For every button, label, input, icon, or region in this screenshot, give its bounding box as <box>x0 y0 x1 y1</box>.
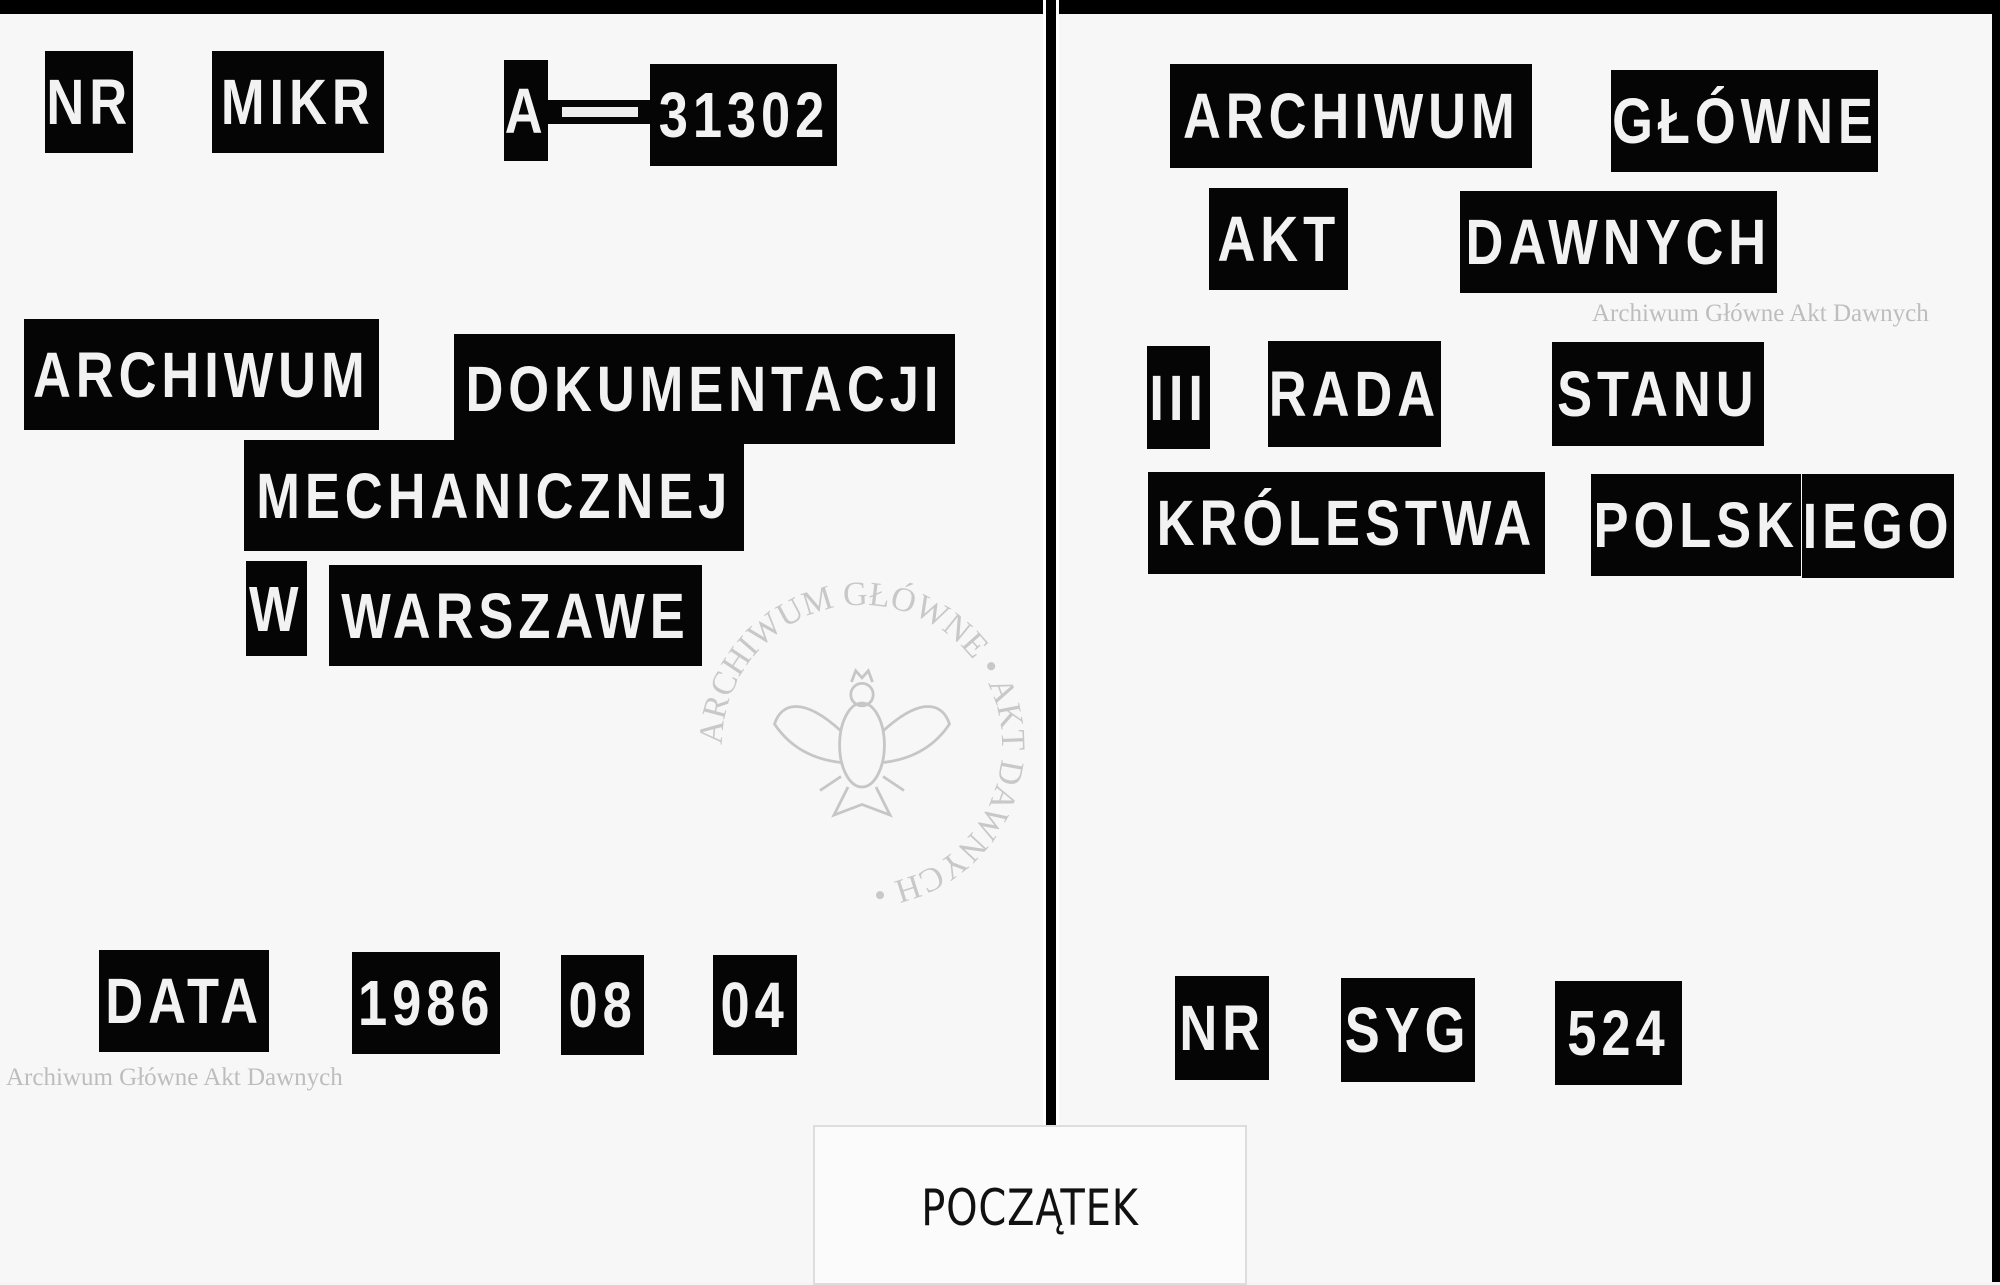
start-slip-label: POCZĄTEK <box>921 1179 1139 1237</box>
fond-krolestwa: KRÓLESTWA <box>1148 472 1545 574</box>
start-slip: POCZĄTEK <box>813 1125 1247 1285</box>
archive-dawnych: DAWNYCH <box>1460 191 1777 293</box>
archive-seal-watermark: ARCHIWUM GŁÓWNE • AKT DAWNYCH • <box>693 576 1032 914</box>
fond-stanu: STANU <box>1552 342 1764 446</box>
date-year: 1986 <box>352 952 500 1054</box>
archive-archiwum: ARCHIWUM <box>1170 64 1532 168</box>
date-day: 04 <box>713 955 797 1055</box>
institution-warszawe: WARSZAWE <box>329 565 702 666</box>
watermark-text-right: Archiwum Główne Akt Dawnych <box>1592 300 1929 327</box>
film-border-top <box>0 0 2000 16</box>
institution-w: W <box>246 561 307 656</box>
card-divider <box>1043 0 1059 1125</box>
seal-text: ARCHIWUM GŁÓWNE • AKT DAWNYCH • <box>693 576 1032 914</box>
dash-connector <box>548 100 652 124</box>
archive-akt: AKT <box>1209 188 1348 290</box>
date-label: DATA <box>99 950 269 1052</box>
syg-label: SYG <box>1341 978 1475 1082</box>
eagle-icon <box>772 668 952 818</box>
watermark-text-left: Archiwum Główne Akt Dawnych <box>6 1064 343 1091</box>
archive-glowne: GŁÓWNE <box>1611 70 1878 172</box>
fond-polsk: POLSK <box>1591 474 1801 576</box>
mikr-label: MIKR <box>212 51 384 153</box>
nr-label: NR <box>45 51 133 153</box>
microfilm-number: 31302 <box>650 64 837 166</box>
institution-archiwum: ARCHIWUM <box>24 319 379 430</box>
institution-dokumentacji: DOKUMENTACJI <box>454 334 955 444</box>
series-letter: A <box>504 60 548 161</box>
signature-number: 524 <box>1555 981 1682 1085</box>
nr-label-right: NR <box>1175 976 1269 1080</box>
fond-iego: IEGO <box>1802 474 1954 578</box>
institution-mechanicznej: MECHANICZNEJ <box>244 440 744 551</box>
fond-iii: III <box>1147 346 1210 449</box>
film-border-right <box>1992 0 2000 1282</box>
date-month: 08 <box>561 955 644 1055</box>
fond-rada: RADA <box>1268 341 1441 447</box>
